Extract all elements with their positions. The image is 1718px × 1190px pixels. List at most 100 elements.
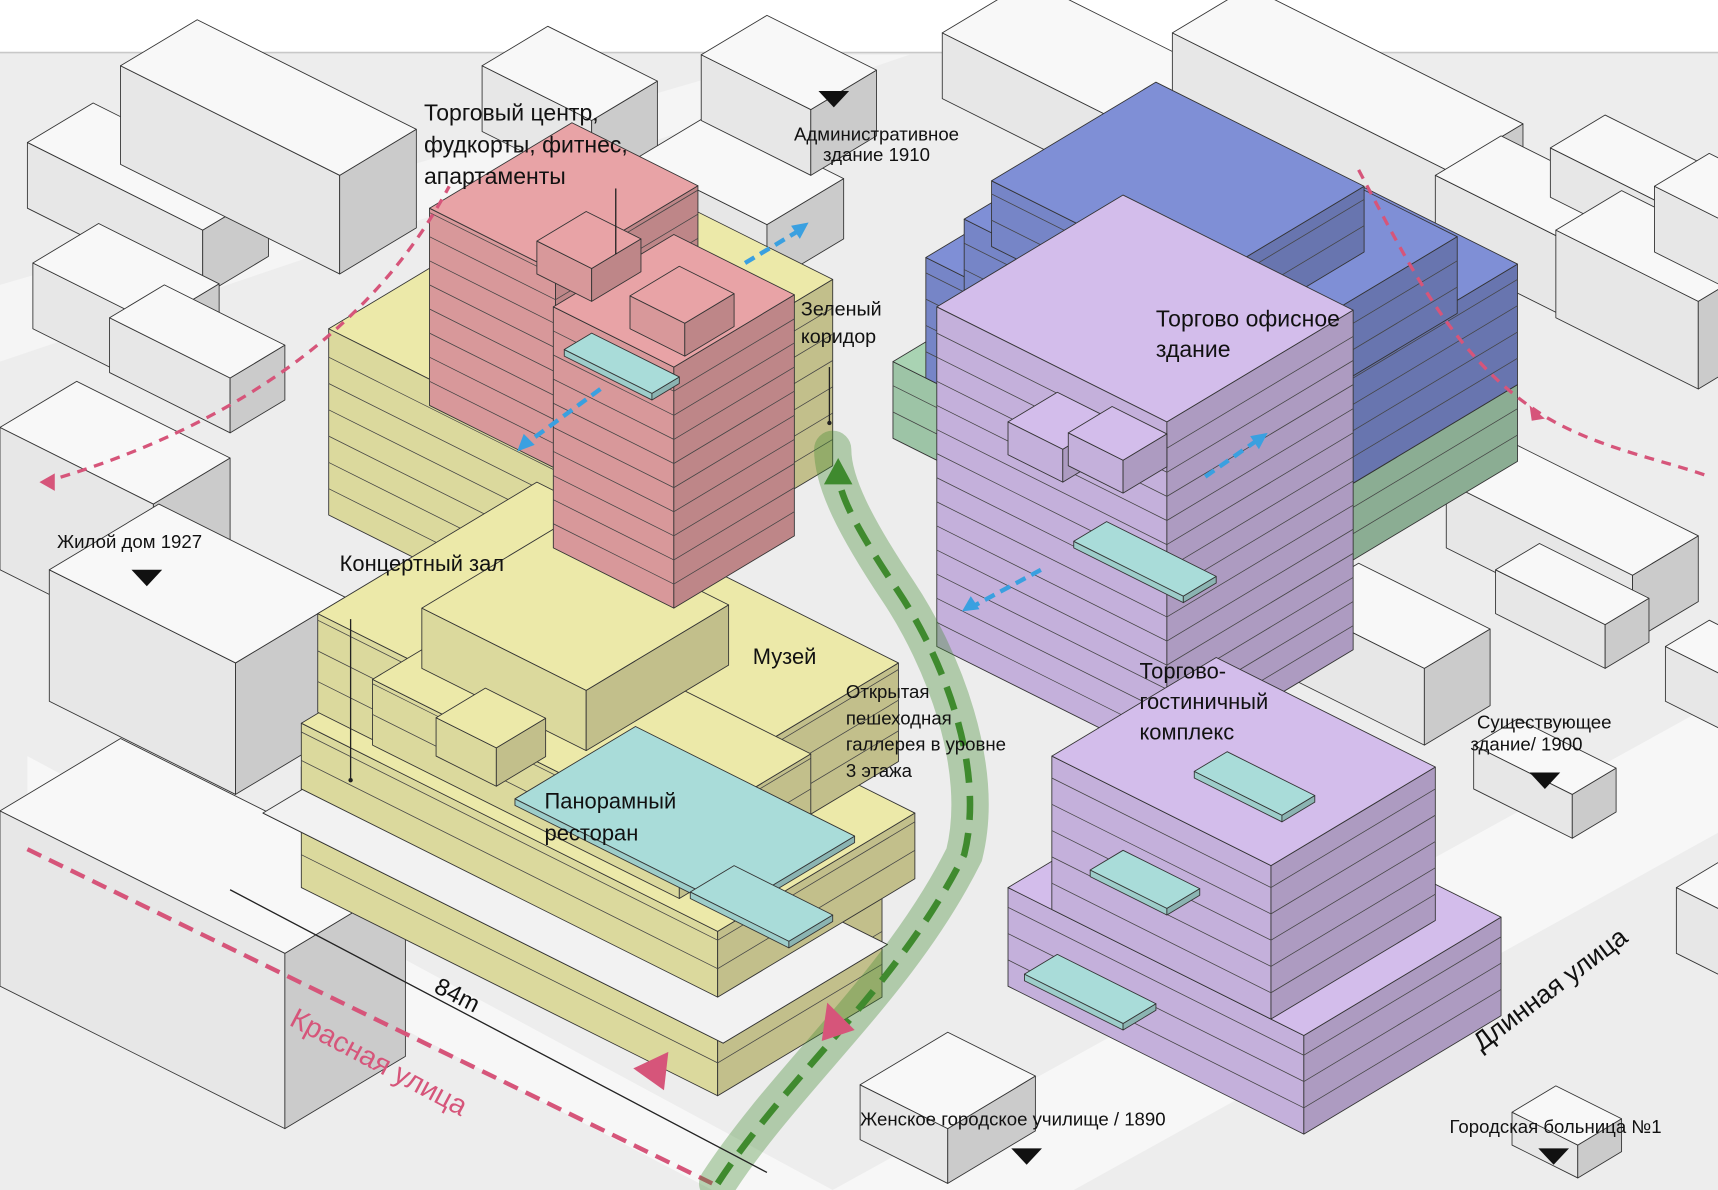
context-building-9 [700,14,877,176]
proposed-buildings [262,81,1518,1135]
mall-skylight-roof [563,332,680,394]
floor-line [328,356,559,473]
floor-line [429,380,556,445]
dimension-line [229,889,768,1174]
context-building-9-roof [700,14,877,111]
marker-triangle-icon [818,90,850,108]
leader-dot [348,777,353,783]
floor-line [429,284,556,349]
leader-dot [827,420,832,426]
context-building-17 [1495,543,1650,669]
hotel-skylight-3 [1024,953,1157,1031]
floor-line [1166,360,1354,473]
floor-line [936,597,1168,714]
label-residential: Жилой дом 1927 [57,531,202,552]
floor-line [1270,788,1436,888]
floor-line [301,854,718,1064]
context-building-15 [1654,152,1718,285]
label-office-2: здание [1156,336,1231,362]
green-corridor-path [714,471,974,1186]
floor-line [553,475,675,537]
floor-line [553,523,675,585]
entrance-triangle-icon [633,1051,669,1091]
concert-hall-top-roof [421,522,730,691]
mall-rooftop-box-roof [536,211,642,269]
context-building-19 [1473,718,1617,839]
floor-line [429,356,556,421]
floor-line [429,332,556,397]
mall-rooftop-box-2 [629,265,735,357]
context-building-22-roof [1511,1085,1623,1146]
context-building-22 [1511,1085,1623,1179]
label-admin-1: Административное [794,123,959,144]
floor-line [1270,814,1436,915]
marker-triangle-icon [1011,1148,1042,1165]
context-building-23-face-left [1675,887,1718,975]
mall-skylight [563,332,680,401]
label-concert-hall: Концертный зал [340,551,504,576]
hotel-skylight-4-roof [1193,751,1316,816]
arrow-head-icon [39,473,55,491]
label-gallery-4: 3 этажа [846,760,913,781]
floor-line [673,390,795,464]
floor-line [936,525,1168,642]
floor-line [673,463,795,537]
blue-link-arrow [524,387,602,446]
label-museum: Музей [753,644,817,669]
arrow-head-icon [791,222,809,239]
floor-line [673,511,795,585]
context-building-21-roof [859,1031,1036,1130]
context-building-8-roof [635,112,845,226]
floor-line [1270,867,1436,967]
context-building-1-roof [120,19,417,176]
floor-line [553,427,675,488]
label-gallery-3: галлерея в уровне [846,734,1006,755]
label-hotel-2: гостиничный [1139,689,1268,714]
floor-line [328,383,559,499]
context-building-14 [1555,190,1718,390]
context-building-1 [120,19,417,275]
mall-rooftop-box [536,211,642,302]
label-gallery-2: пешеходная [846,707,952,728]
concert-hall-top [421,522,730,752]
arrow-head-icon [961,596,980,612]
mall-tower-west-roof [429,122,699,272]
floor-line [1303,989,1502,1109]
label-green-corridor-2: коридор [801,326,876,348]
floor-line [429,308,556,373]
marker-triangle-icon [131,569,163,587]
floor-line [553,402,675,464]
floor-line [936,549,1168,666]
floor-line [1007,906,1305,1056]
hotel-rooftop-box-2 [1067,406,1168,494]
concert-small-box-roof [435,687,547,749]
context-building-11-roof [1171,0,1524,171]
label-mall-1: Торговый центр, [424,100,599,126]
hotel-skylight-4 [1193,751,1316,823]
context-building-17-roof [1495,543,1650,626]
context-building-23 [1675,862,1718,975]
floor-line [936,429,1168,545]
marker-triangle-icon [1529,772,1561,789]
floor-line [673,487,795,561]
green-arrow-head-icon [823,458,853,485]
floor-line [673,366,795,440]
hotel-skylight [1073,521,1217,604]
skylight-roof [689,865,834,942]
floor-line [1166,336,1354,449]
context-building-7-roof [481,25,658,121]
label-restaurant-1: Панорамный [545,789,677,814]
context-building-6 [0,738,406,1130]
pedestrian-flow-east [1357,169,1710,479]
floor-line [1166,456,1354,570]
arrow-head-icon [517,433,535,452]
floor-line [553,354,675,416]
panoramic-glass-roof-roof [514,726,856,909]
context-building-3 [109,284,286,434]
floor-line [429,212,556,276]
hotel-skylight-3-roof [1024,953,1157,1024]
hotel-tower-roof [936,194,1354,423]
